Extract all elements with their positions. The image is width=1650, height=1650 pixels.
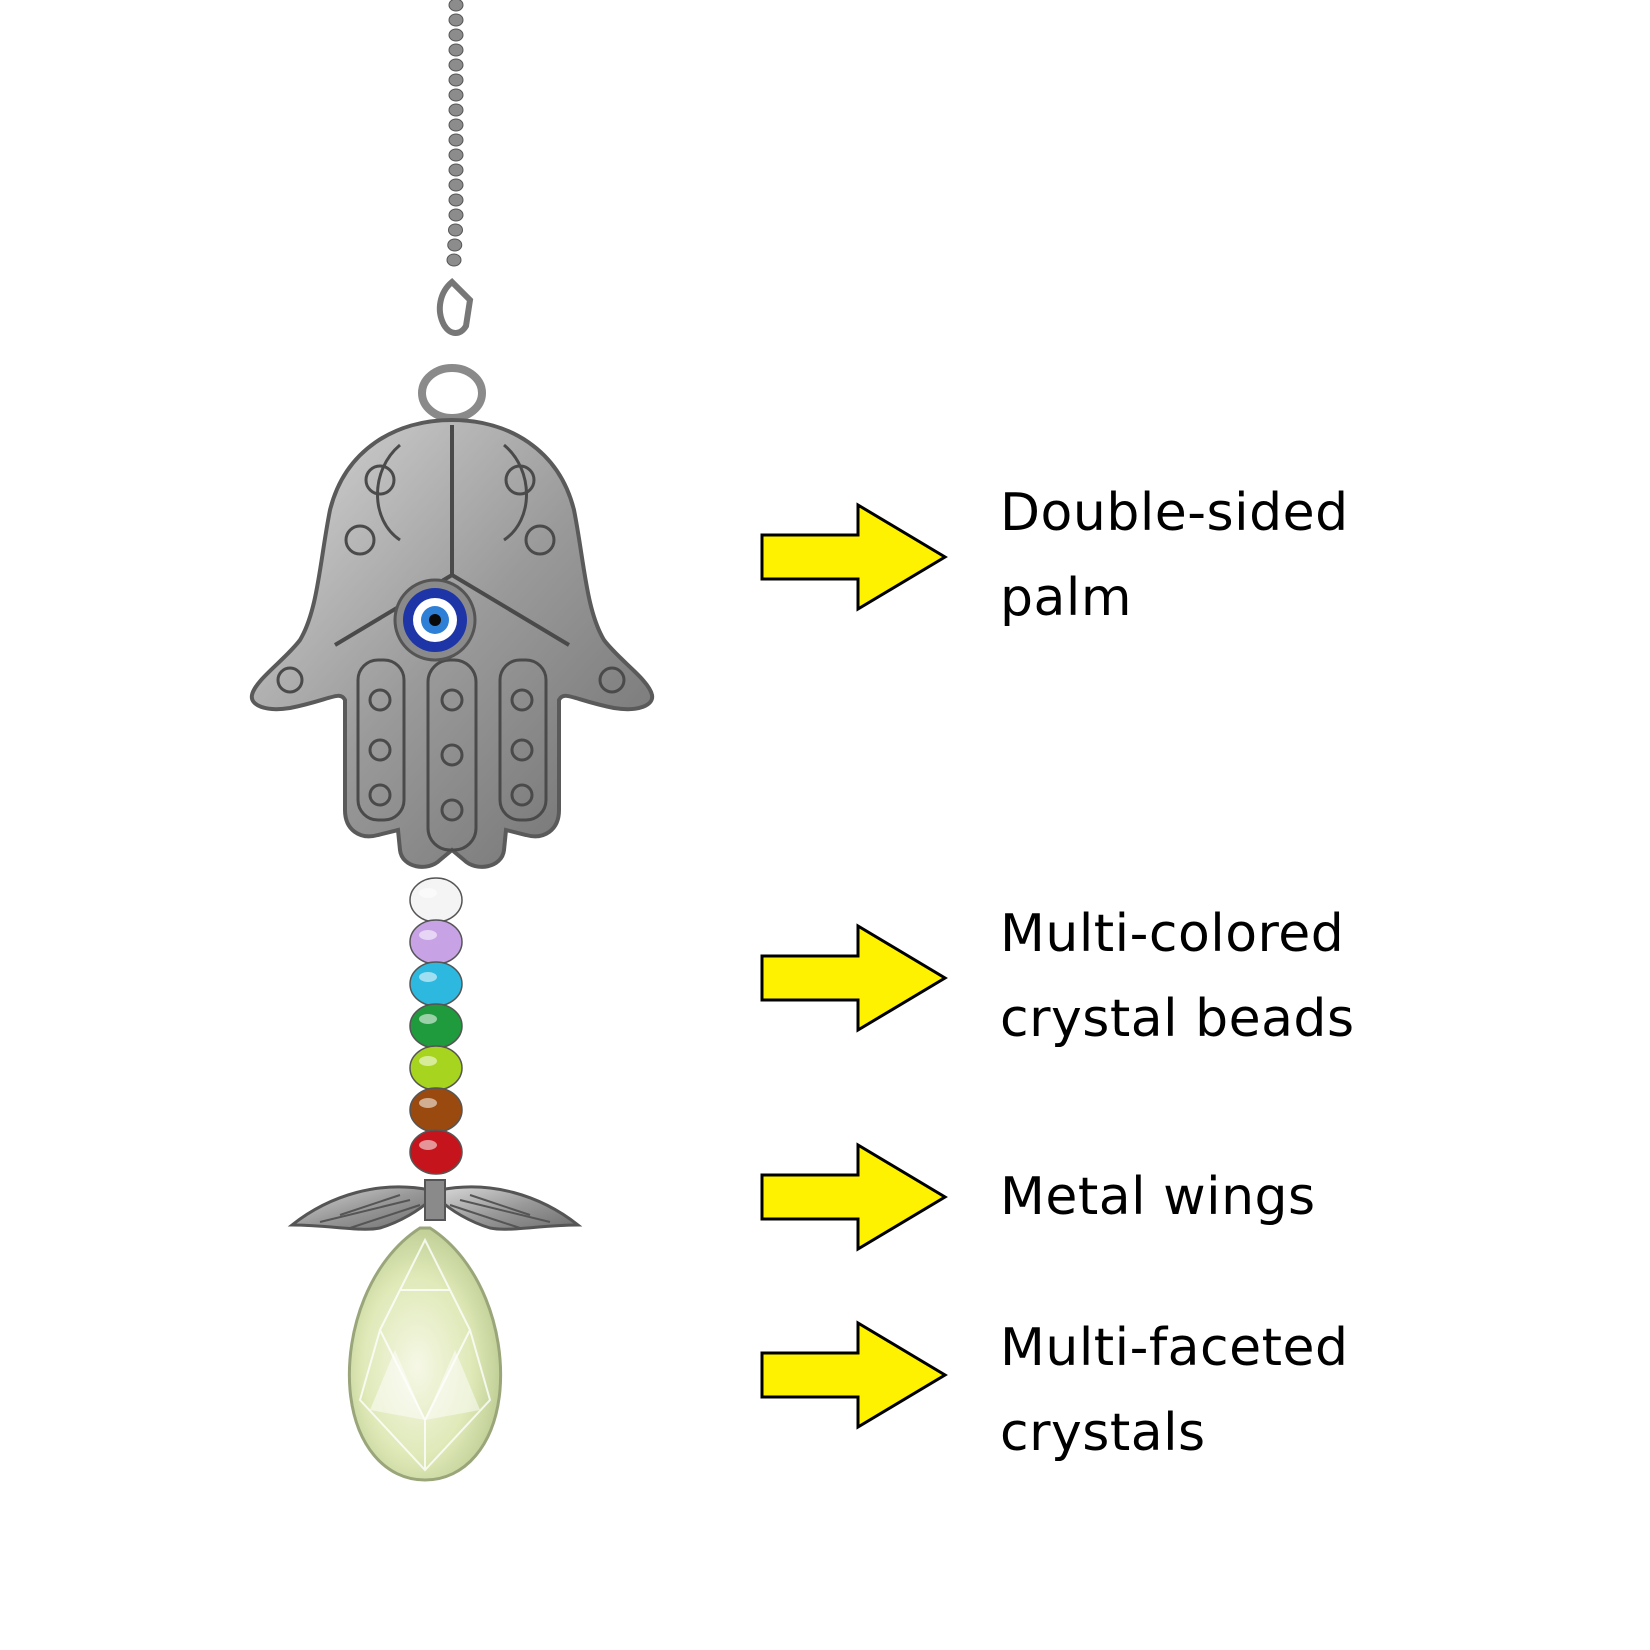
chain-ball: [448, 28, 464, 42]
chain-ball: [448, 88, 464, 102]
callout-palm-label: Double-sided palm: [1000, 471, 1349, 641]
crystal-bead: [409, 1003, 463, 1049]
crystals-arrow-icon: [760, 1320, 948, 1430]
crystal-bead: [409, 877, 463, 923]
wings-arrow-icon: [760, 1142, 948, 1252]
crystal-beads: [409, 877, 463, 1175]
chain-ball: [448, 118, 464, 132]
chain-clasp: [436, 277, 474, 336]
callout-line: Multi-colored: [1000, 904, 1345, 964]
chain-ball: [446, 253, 462, 267]
chain-ball: [448, 43, 464, 57]
chain-ball: [448, 223, 463, 237]
crystal-bead: [409, 1129, 463, 1175]
callout-wings-label: Metal wings: [1000, 1155, 1316, 1240]
chain-ball: [448, 133, 464, 147]
callout-line: crystal beads: [1000, 989, 1355, 1049]
bead-highlight: [419, 1056, 437, 1066]
chain-ball: [447, 238, 463, 252]
bead-highlight: [419, 972, 437, 982]
callout-line: crystals: [1000, 1403, 1206, 1463]
callout-line: palm: [1000, 568, 1132, 628]
callout-line: Metal wings: [1000, 1167, 1316, 1227]
callout-line: Double-sided: [1000, 483, 1349, 543]
callout-beads-label: Multi-colored crystal beads: [1000, 892, 1355, 1062]
callout-line: Multi-faceted: [1000, 1318, 1349, 1378]
crystal-bead: [409, 1045, 463, 1091]
faceted-crystal: [347, 1226, 503, 1482]
bead-highlight: [419, 888, 437, 898]
chain-ball: [448, 163, 464, 177]
hamsa-palm: [249, 417, 655, 869]
bead-highlight: [419, 1140, 437, 1150]
callout-crystals-label: Multi-faceted crystals: [1000, 1306, 1349, 1476]
metal-wings: [287, 1179, 583, 1231]
chain-ball: [448, 148, 464, 162]
chain-ball: [448, 58, 464, 72]
bead-highlight: [419, 930, 437, 940]
bead-highlight: [419, 1098, 437, 1108]
bead-highlight: [419, 1014, 437, 1024]
chain-ball: [448, 193, 464, 207]
palm-arrow-icon: [760, 502, 948, 612]
crystal-bead: [409, 919, 463, 965]
chain-ball: [448, 103, 464, 117]
evil-eye-icon: [393, 578, 477, 662]
chain-ball: [448, 208, 464, 222]
crystal-bead: [409, 961, 463, 1007]
ball-chain: [446, 0, 464, 267]
hanging-ring: [418, 364, 486, 422]
crystal-bead: [409, 1087, 463, 1133]
beads-arrow-icon: [760, 923, 948, 1033]
chain-ball: [448, 13, 464, 27]
chain-ball: [448, 178, 464, 192]
chain-ball: [448, 73, 464, 87]
chain-ball: [448, 0, 464, 12]
